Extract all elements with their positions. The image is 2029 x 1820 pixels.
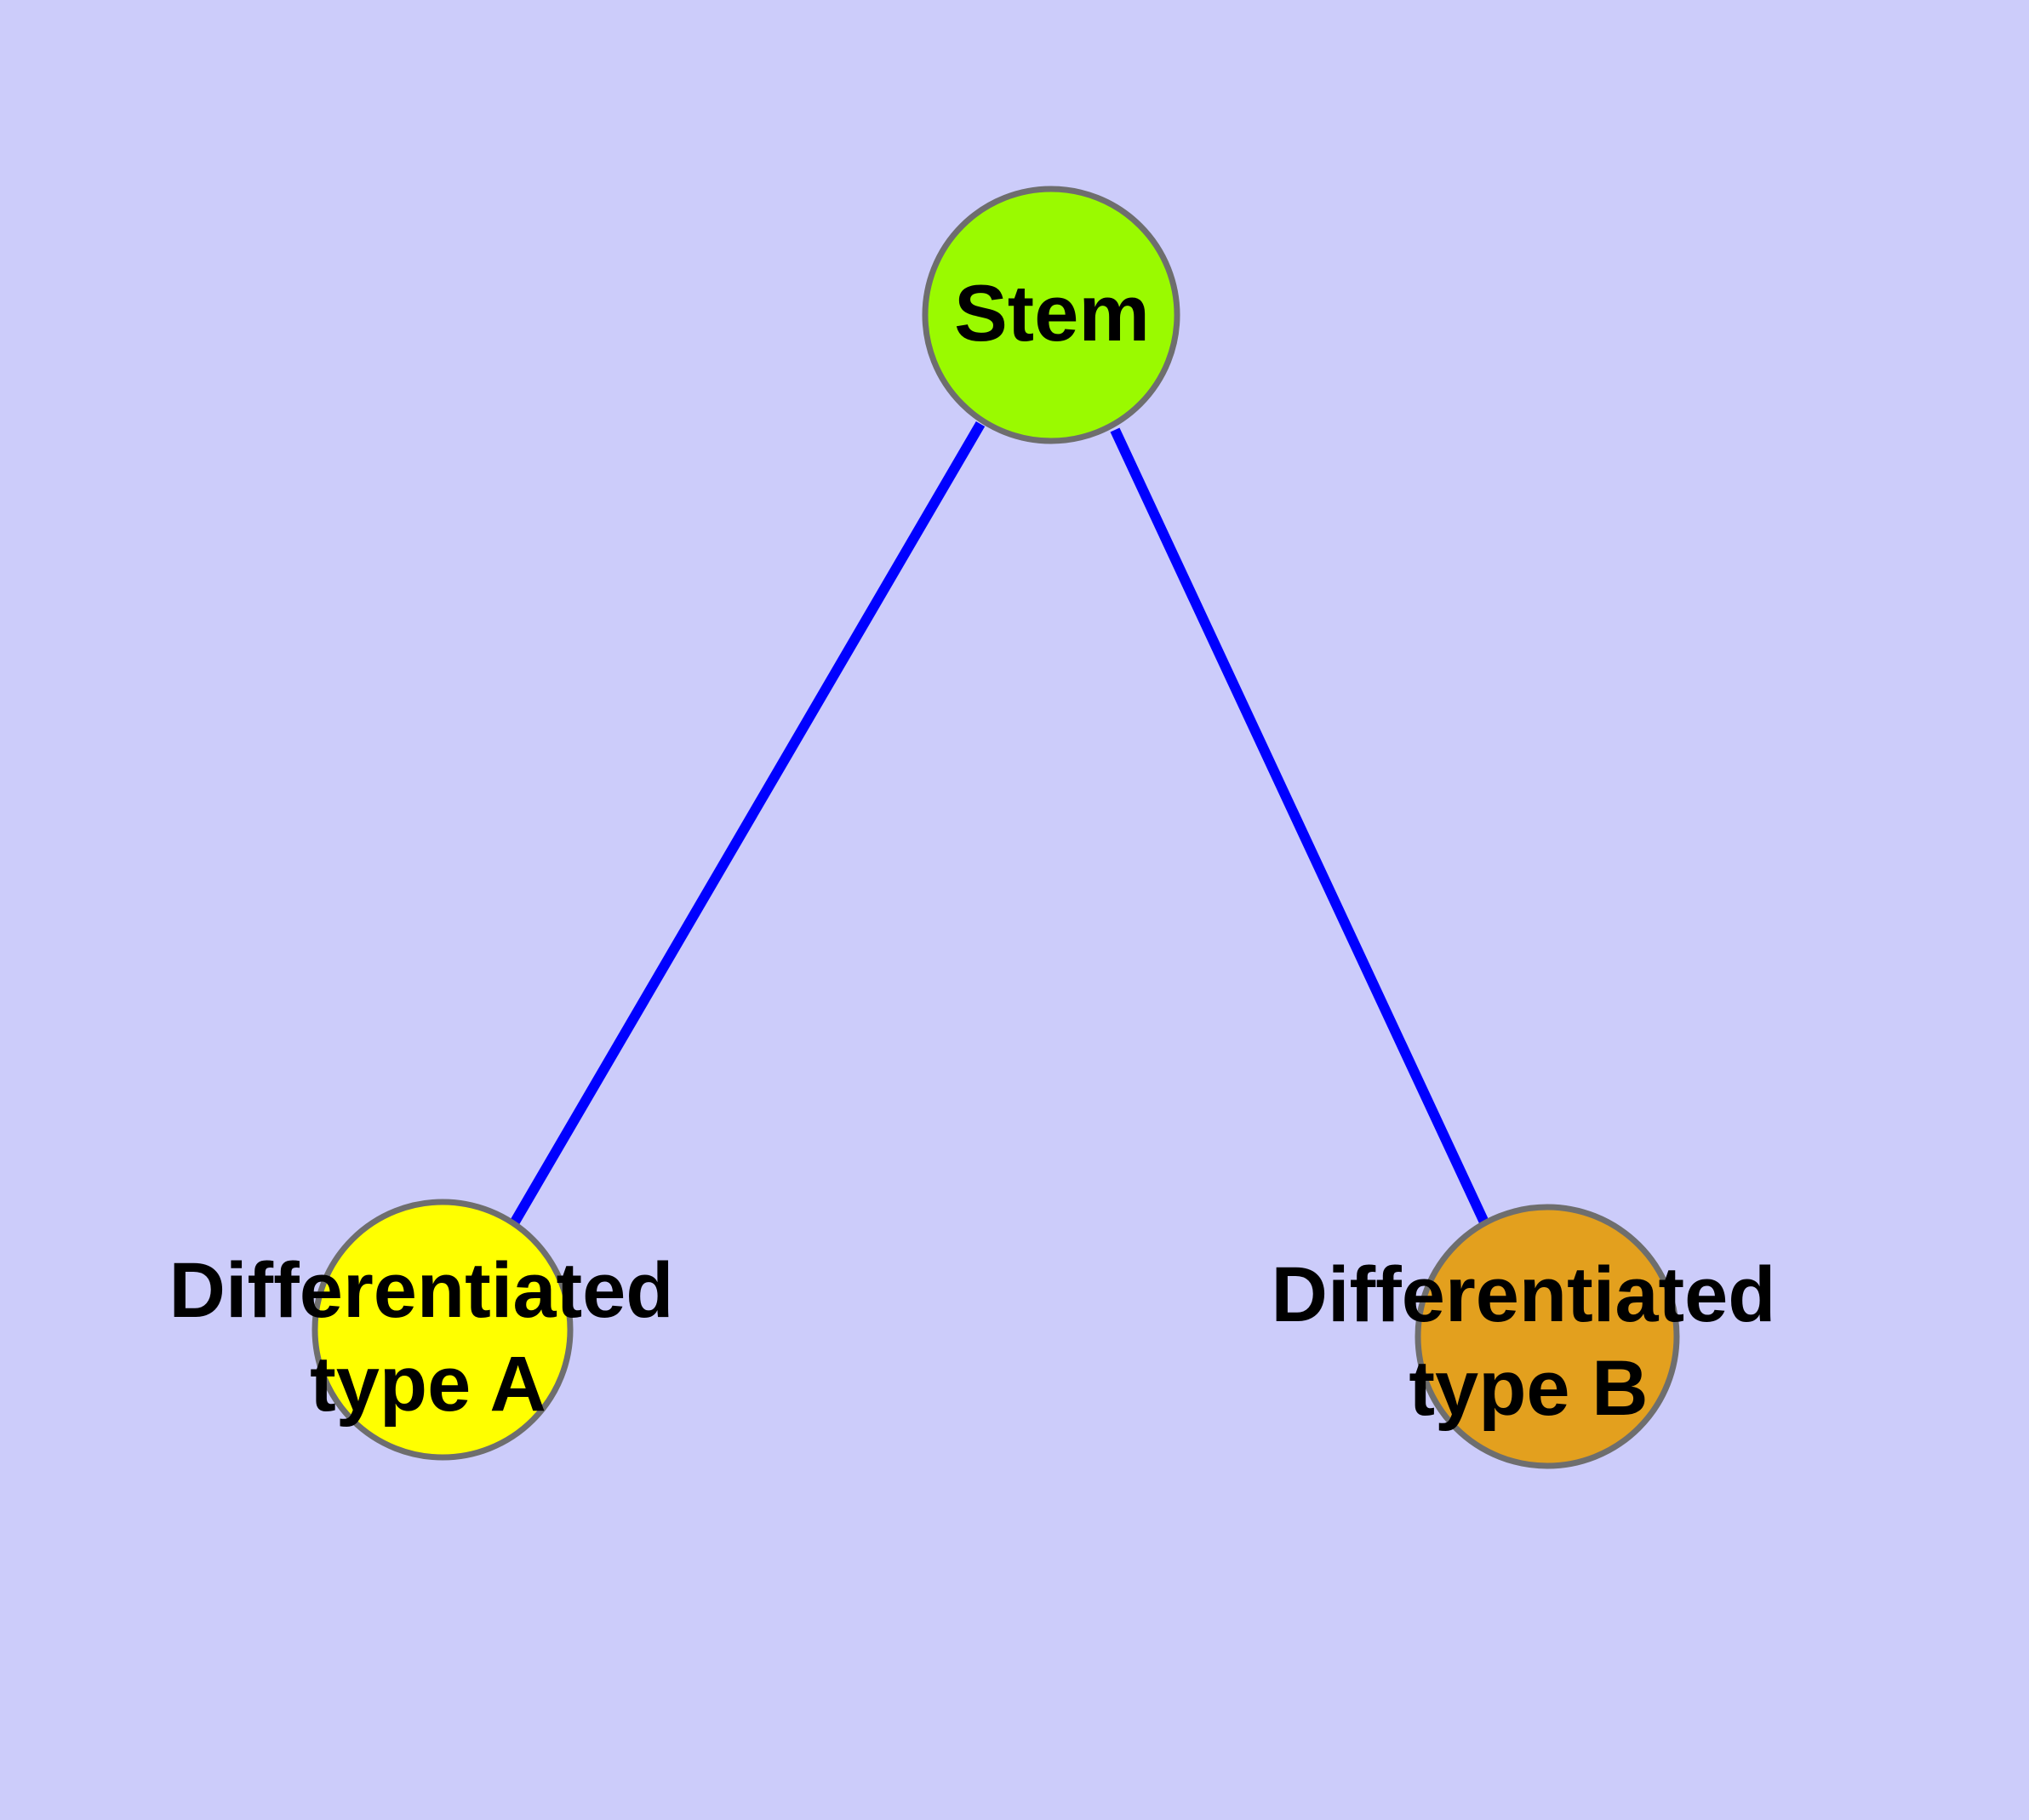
edge-stem-to-differentiated-a [509,421,986,1227]
node-label-differentiated-b-line2: type B [1409,1345,1648,1432]
node-stem[interactable] [922,186,1180,444]
node-layer [311,186,1680,1469]
node-label-differentiated-b-line1: Differentiated [1272,1251,1776,1338]
edge-stem-to-differentiated-b [1110,427,1490,1227]
node-differentiated-type-a[interactable] [311,1199,574,1461]
label-layer: Stem Differentiated type A Differentiate… [169,268,1776,1432]
node-differentiated-type-b[interactable] [1415,1204,1680,1469]
node-label-stem: Stem [954,268,1150,358]
edge-layer [509,421,1490,1227]
node-label-differentiated-a-line1: Differentiated [169,1247,674,1334]
node-label-differentiated-a-line2: type A [310,1341,546,1428]
